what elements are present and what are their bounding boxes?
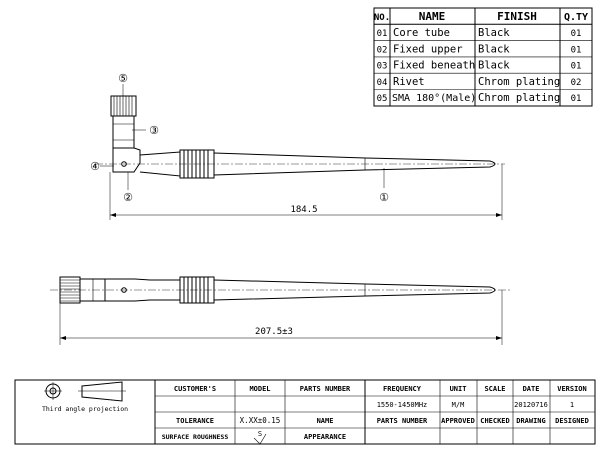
roughness-check-icon <box>253 433 267 445</box>
bom-row-name: Fixed beneath <box>393 60 475 72</box>
bom-row-no: 04 <box>377 78 388 88</box>
bom-row-name: SMA 180°(Male) <box>392 93 476 104</box>
tb-model-label: MODEL <box>249 385 270 393</box>
tb-parts-number-label-2: PARTS NUMBER <box>377 417 428 425</box>
projection-label: Third angle projection <box>42 405 128 413</box>
fixed-upper-body <box>112 115 135 149</box>
tb-unit-value: M/M <box>452 401 465 409</box>
tb-frequency-value: 1550-1450MHz <box>377 401 428 409</box>
antenna-side-view: 207.5±3 <box>50 276 510 345</box>
fixed-upper-body <box>80 278 106 302</box>
bom-row-no: 05 <box>377 94 388 104</box>
tb-tolerance-label: TOLERANCE <box>176 417 214 425</box>
bom-header-finish: FINISH <box>497 10 537 23</box>
bom-table: NO. NAME FINISH Q.TY 01 Core tube Black … <box>373 7 593 107</box>
tb-checked-label: CHECKED <box>480 417 510 425</box>
bom-row-qty: 01 <box>571 94 582 104</box>
bom-header-qty: Q.TY <box>564 12 588 23</box>
tb-roughness-symbol: S <box>258 430 262 438</box>
tb-drawing-label: DRAWING <box>516 417 546 425</box>
tb-scale-label: SCALE <box>484 385 505 393</box>
callout-4: ④ <box>90 160 100 173</box>
bom-row-qty: 02 <box>571 78 582 88</box>
fixed-beneath <box>139 151 181 177</box>
callout-2: ② <box>123 191 133 204</box>
core-tube-ribs <box>179 276 215 304</box>
bom-header-no: NO. <box>374 13 390 23</box>
sma-connector-knurl <box>59 276 81 304</box>
bom-row-finish: Chrom plating <box>478 76 560 88</box>
dimension-top-length: 184.5 <box>290 205 317 215</box>
tb-designed-label: DESIGNED <box>555 417 589 425</box>
callout-3: ③ <box>149 124 159 137</box>
bom-row-no: 02 <box>377 45 388 55</box>
hinge <box>112 147 141 173</box>
bom-row-finish: Black <box>478 43 510 55</box>
bom-row-finish: Black <box>478 60 510 72</box>
bom-row-name: Core tube <box>393 27 450 39</box>
bom-row-qty: 01 <box>571 45 582 55</box>
tb-surface-roughness-label: SURFACE ROUGHNESS <box>162 433 229 441</box>
bom-row-finish: Black <box>478 27 510 39</box>
bom-row-name: Fixed upper <box>393 43 463 55</box>
tb-date-value: 20120716 <box>514 401 548 409</box>
tb-parts-number-label: PARTS NUMBER <box>300 385 351 393</box>
callout-5: ⑤ <box>118 72 128 85</box>
bom-row-no: 01 <box>377 29 388 39</box>
tb-appearance-label: APPEARANCE <box>304 433 346 441</box>
projection-cone-icon <box>81 381 123 402</box>
callout-1: ① <box>379 191 389 204</box>
tb-tolerance-value: X.XX±0.15 <box>240 416 281 425</box>
tb-version-value: 1 <box>570 401 574 409</box>
bom-row-qty: 01 <box>571 29 582 39</box>
tb-approved-label: APPROVED <box>441 417 475 425</box>
tb-name-label: NAME <box>317 417 334 425</box>
dimension-bottom-length: 207.5±3 <box>255 327 293 337</box>
rivet <box>121 287 127 293</box>
bom-row-no: 03 <box>377 62 388 72</box>
antenna-whip <box>213 279 496 301</box>
tb-frequency-label: FREQUENCY <box>383 385 422 393</box>
tb-customer-label: CUSTOMER'S <box>174 385 216 393</box>
bom-row-finish: Chrom plating <box>478 92 560 104</box>
bom-row-name: Rivet <box>393 76 425 88</box>
bom-row-qty: 01 <box>571 62 582 72</box>
tb-unit-label: UNIT <box>450 385 467 393</box>
antenna-whip <box>213 152 496 176</box>
tb-version-label: VERSION <box>557 385 587 393</box>
bom-header-name: NAME <box>419 10 446 23</box>
core-tube-ribs <box>179 149 215 179</box>
antenna-top-view: 184.5 ⑤ ③ ④ ② ① <box>90 72 505 220</box>
title-block: Third angle projection CUSTOMER'S MODEL … <box>14 379 596 445</box>
tb-date-label: DATE <box>523 385 540 393</box>
